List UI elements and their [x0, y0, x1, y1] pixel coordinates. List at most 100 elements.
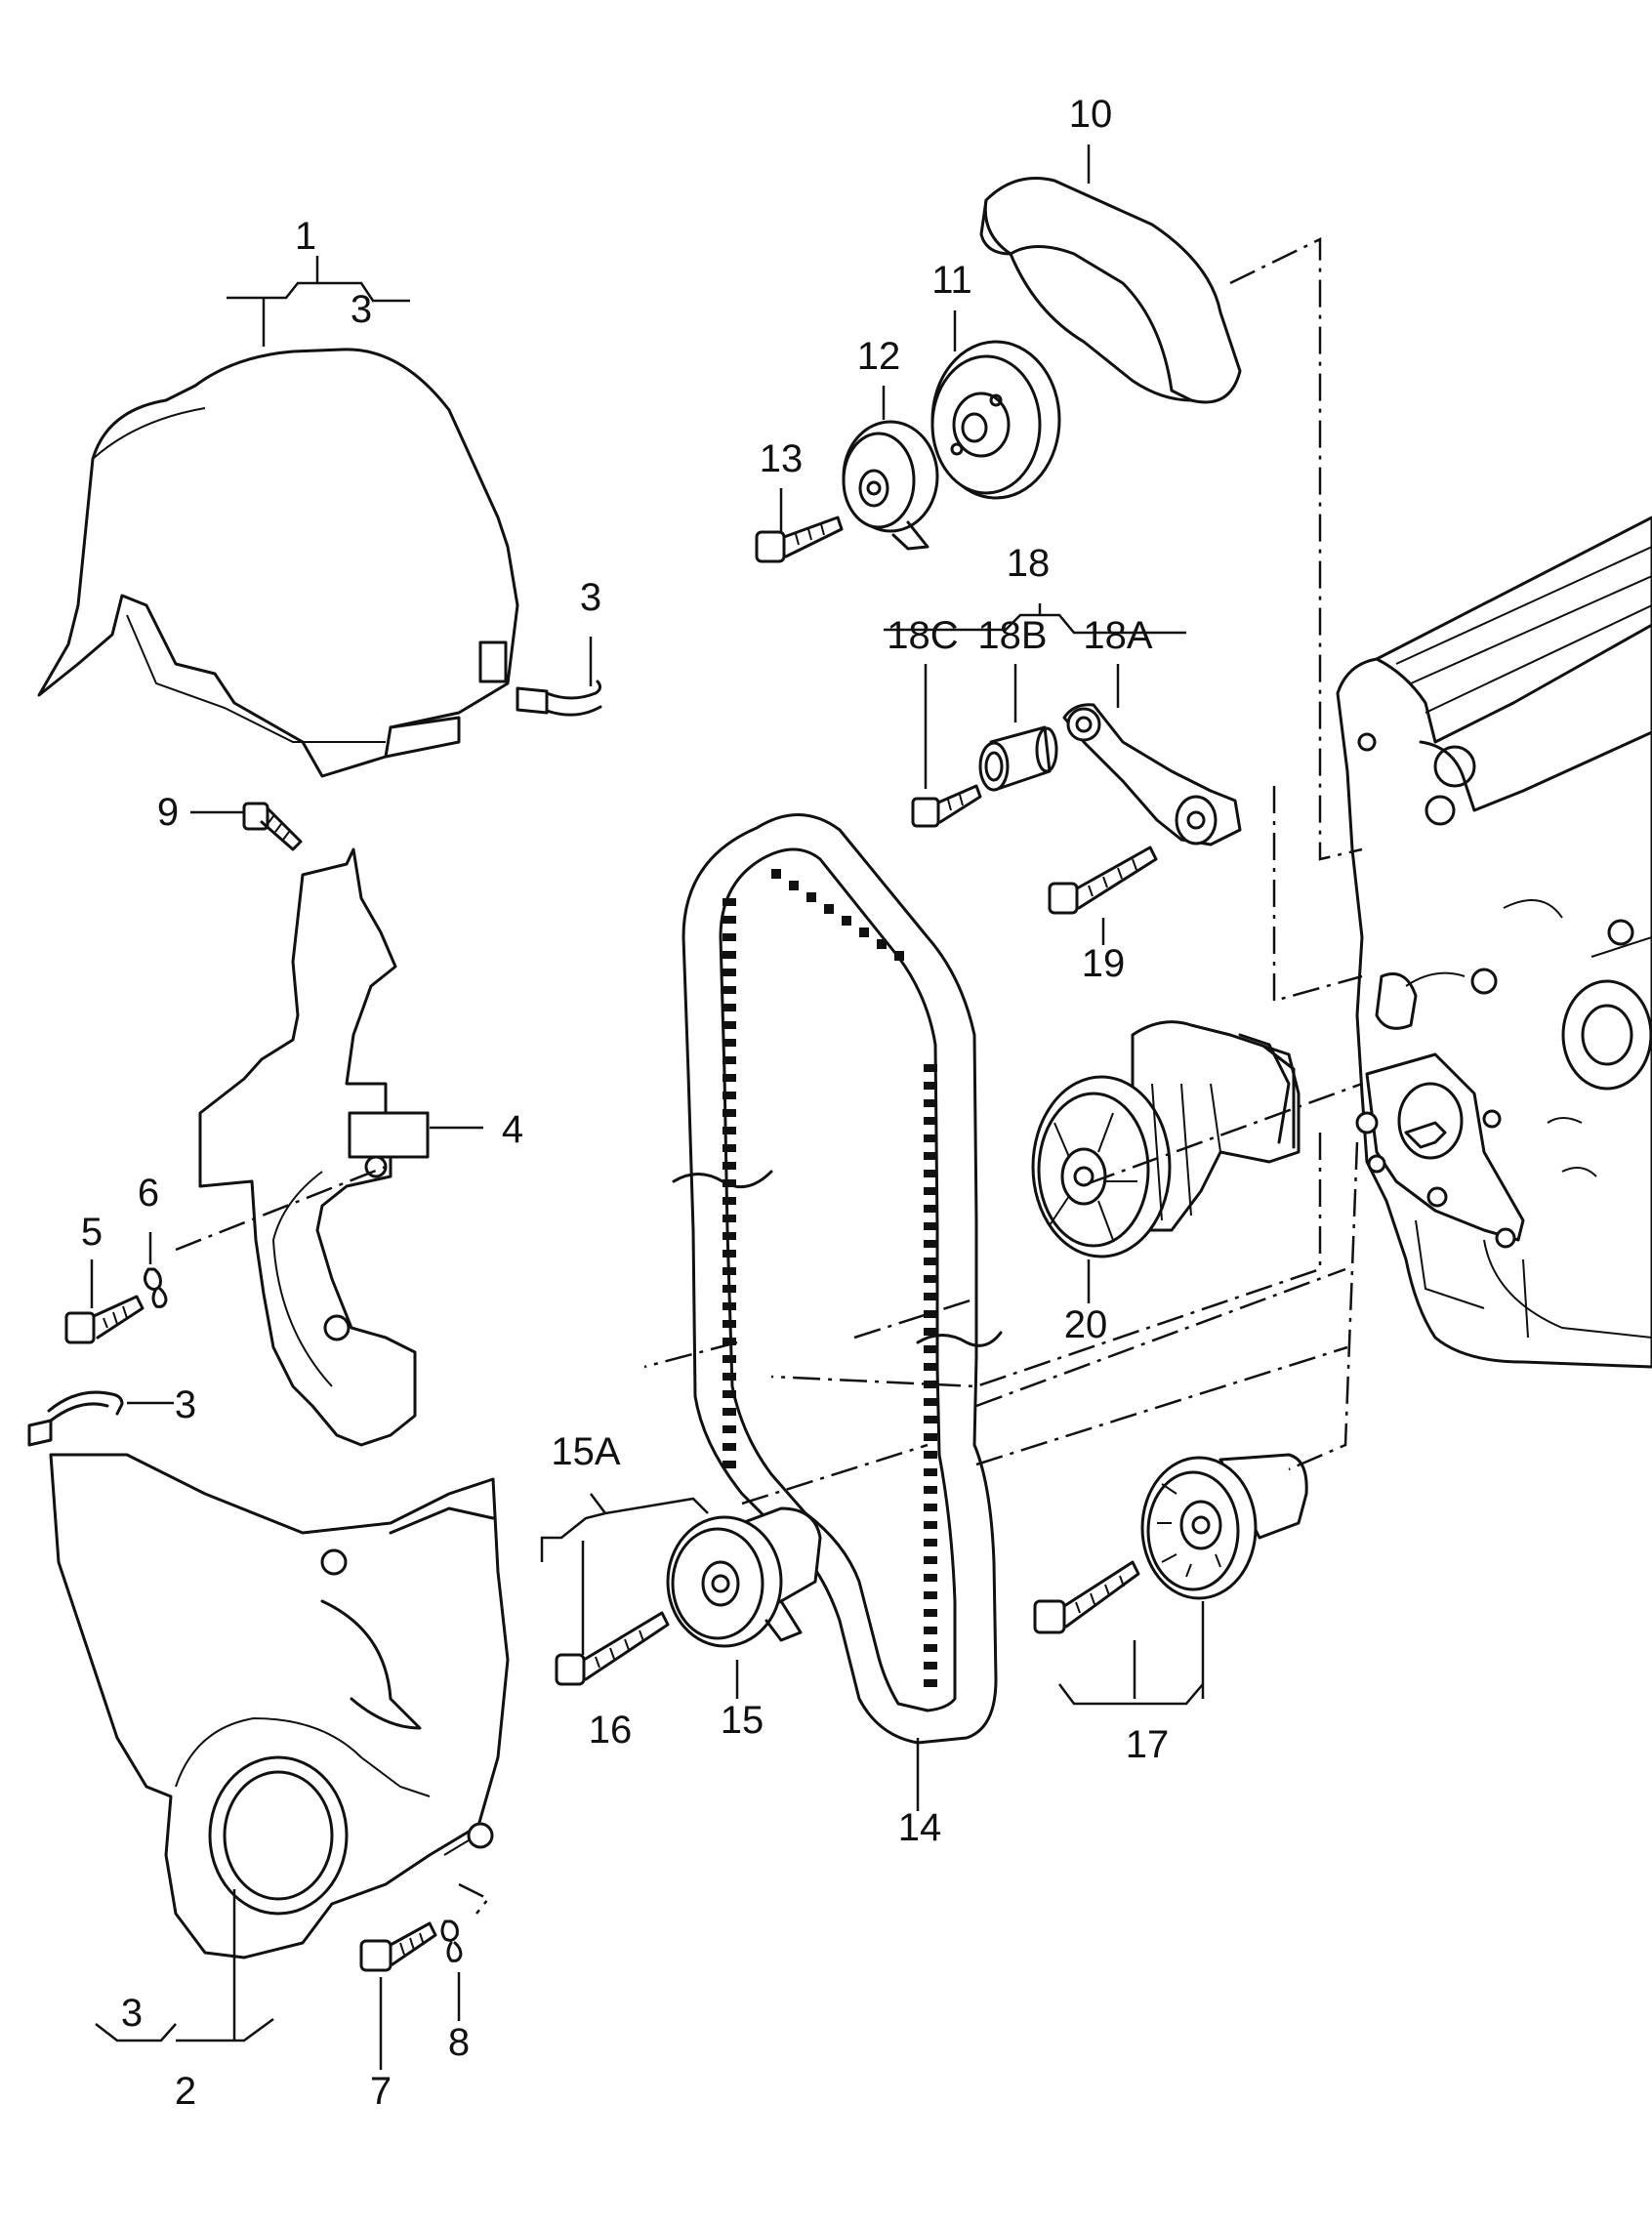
belt-tooth — [723, 1338, 736, 1345]
cover-clip-middle — [27, 1390, 124, 1447]
belt-tooth — [924, 1152, 937, 1160]
callout-3: 3 — [175, 1383, 196, 1426]
callout-19: 19 — [1082, 942, 1126, 985]
tension-roller-12 — [842, 420, 939, 551]
leader-lines — [90, 144, 1205, 2070]
belt-tooth — [723, 1127, 736, 1134]
belt-tooth — [924, 1170, 937, 1177]
belt-tooth — [924, 1187, 937, 1195]
belt-tooth — [924, 1574, 937, 1582]
belt-tooth — [924, 1205, 937, 1213]
middle-timing-belt-cover — [198, 847, 430, 1447]
belt-tooth — [924, 1363, 937, 1371]
callout-3: 3 — [351, 288, 372, 331]
belt-tooth — [723, 1443, 736, 1451]
belt-tooth — [723, 1267, 736, 1275]
callout-18: 18 — [1007, 542, 1051, 585]
belt-tooth — [723, 1039, 736, 1047]
bolt-16 — [555, 1611, 670, 1686]
belt-tooth — [723, 1232, 736, 1240]
belt-tooth — [924, 1591, 937, 1599]
belt-tooth — [924, 1433, 937, 1441]
belt-tooth — [723, 1215, 736, 1222]
belt-tooth — [723, 933, 736, 941]
belt-tooth — [723, 969, 736, 976]
callout-17: 17 — [1126, 1723, 1170, 1766]
callout-9: 9 — [157, 791, 179, 834]
callout-4: 4 — [502, 1108, 523, 1151]
belt-tooth — [924, 1099, 937, 1107]
belt-tooth — [924, 1275, 937, 1283]
belt-tooth — [924, 1310, 937, 1318]
camshaft-sprocket-11 — [930, 340, 1061, 500]
belt-tooth — [924, 1451, 937, 1459]
callout-18C: 18C — [887, 614, 958, 657]
toothed-belt-10 — [979, 177, 1242, 404]
belt-tooth — [723, 1250, 736, 1258]
belt-tooth — [723, 1004, 736, 1011]
bolt-13 — [755, 516, 844, 563]
idler-roller-17 — [1140, 1453, 1308, 1600]
belt-tooth — [824, 904, 834, 914]
belt-tooth — [924, 1468, 937, 1476]
belt-tooth — [723, 1144, 736, 1152]
callout-18A: 18A — [1083, 614, 1152, 657]
belt-tooth — [877, 939, 887, 949]
callouts: 1 3 3 9 4 6 5 3 3 2 7 8 10 11 12 13 18 1… — [81, 93, 1169, 2113]
bolt-17 — [1033, 1560, 1140, 1634]
belt-tooth — [924, 1117, 937, 1125]
belt-tooth — [924, 1240, 937, 1248]
callout-7: 7 — [370, 2070, 392, 2113]
callout-11: 11 — [931, 259, 972, 302]
belt-tooth — [723, 1355, 736, 1363]
callout-6: 6 — [138, 1172, 159, 1215]
callout-3: 3 — [580, 576, 601, 619]
belt-tooth — [924, 1662, 937, 1670]
callout-1: 1 — [295, 215, 316, 258]
belt-tooth — [924, 1222, 937, 1230]
belt-tooth — [924, 1521, 937, 1529]
belt-tooth — [806, 892, 816, 902]
washer-8 — [440, 1919, 463, 1962]
callout-20: 20 — [1064, 1303, 1108, 1346]
belt-tooth — [723, 1461, 736, 1468]
belt-tooth — [924, 1416, 937, 1423]
coolant-pump-20 — [1031, 1020, 1301, 1258]
belt-tooth — [771, 869, 781, 879]
callout-12: 12 — [857, 335, 901, 378]
belt-tooth — [924, 1082, 937, 1090]
belt-tooth — [859, 928, 869, 937]
callout-5: 5 — [81, 1211, 103, 1254]
belt-tooth — [924, 1539, 937, 1547]
callout-2: 2 — [175, 2070, 196, 2113]
belt-tooth — [924, 1679, 937, 1687]
bolt-9 — [242, 802, 303, 851]
callout-13: 13 — [760, 437, 804, 480]
belt-tooth — [924, 1556, 937, 1564]
bolt-19 — [1048, 845, 1158, 915]
bolt-5 — [64, 1295, 145, 1344]
bolt-18C — [911, 784, 982, 828]
assembly-centerlines — [175, 236, 1363, 1915]
callout-8: 8 — [448, 2021, 470, 2064]
belt-tooth — [723, 1109, 736, 1117]
belt-tooth — [723, 986, 736, 994]
belt-tooth — [723, 1056, 736, 1064]
belt-tooth — [842, 916, 851, 926]
callout-15: 15 — [721, 1699, 764, 1742]
belt-tooth — [894, 951, 904, 961]
belt-tooth — [723, 1285, 736, 1293]
belt-tooth — [723, 1373, 736, 1381]
belt-tooth — [924, 1258, 937, 1265]
belt-tooth — [723, 951, 736, 959]
belt-tooth — [723, 1425, 736, 1433]
belt-tooth — [924, 1504, 937, 1511]
callout-14: 14 — [898, 1806, 942, 1849]
lower-timing-belt-cover — [49, 1453, 510, 1959]
belt-tooth — [789, 881, 799, 890]
belt-tooth — [924, 1644, 937, 1652]
belt-tooth — [723, 1320, 736, 1328]
belt-tooth — [924, 1486, 937, 1494]
belt-tooth — [924, 1381, 937, 1388]
